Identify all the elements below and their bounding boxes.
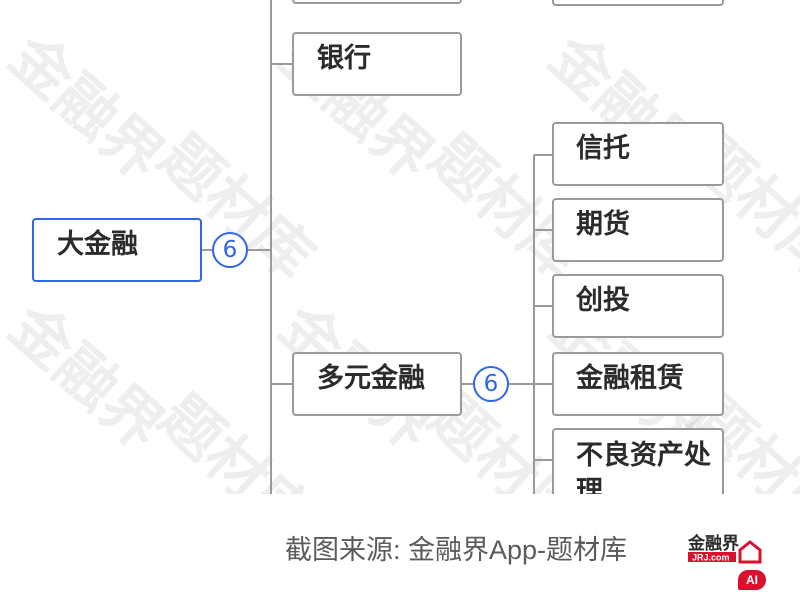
leaf-node-futures[interactable]: 期货 (552, 198, 724, 262)
leaf-node-label: 金融租赁 (576, 363, 684, 394)
root-node-label: 大金融 (57, 229, 138, 260)
screenshot-source-caption: 截图来源: 金融界App-题材库 (285, 535, 628, 565)
leaf-node-label: 创投 (576, 285, 630, 316)
branch-node-label: 多元金融 (317, 363, 425, 394)
branch-node-diverse-finance[interactable]: 多元金融 (292, 352, 462, 416)
leaf-node-label: 不良资产处理 (576, 440, 711, 494)
leaf-node-trust[interactable]: 信托 (552, 122, 724, 186)
mind-map: 金融界 题材库 金融界 题材库 金融界 题材库 金融界 题材库 金融界 题材库 … (0, 0, 800, 494)
leaf-node-venture-capital[interactable]: 创投 (552, 274, 724, 338)
jrj-logo-icon: 金融界 JRJ.com (687, 532, 762, 564)
branch-node-partial-top[interactable] (292, 0, 462, 4)
logo-domain-text: JRJ.com (692, 553, 730, 563)
root-node-da-jinrong[interactable]: 大金融 (32, 218, 202, 282)
leaf-node-partial-top[interactable] (552, 0, 724, 6)
leaf-node-npa-disposal[interactable]: 不良资产处理 (552, 428, 724, 494)
ai-badge: AI (738, 570, 766, 590)
branch-node-label: 银行 (317, 43, 371, 74)
diverse-finance-child-count-badge[interactable]: 6 (473, 366, 509, 402)
leaf-node-financial-leasing[interactable]: 金融租赁 (552, 352, 724, 416)
leaf-node-label: 信托 (576, 133, 630, 164)
branch-node-bank[interactable]: 银行 (292, 32, 462, 96)
connector-lines (201, 0, 553, 494)
logo-brand-text: 金融界 (688, 533, 739, 553)
leaf-node-label: 期货 (576, 209, 630, 240)
root-child-count-badge[interactable]: 6 (212, 232, 248, 268)
